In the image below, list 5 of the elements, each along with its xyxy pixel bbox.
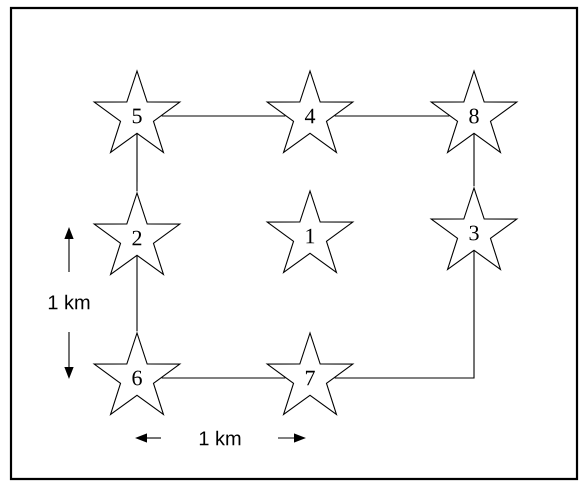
dimension-label: 1 km (200, 430, 240, 446)
connector-line (162, 377, 286, 379)
dimension-label: 1 km (48, 294, 90, 310)
connector-line (162, 115, 286, 117)
connector-line (334, 115, 450, 117)
